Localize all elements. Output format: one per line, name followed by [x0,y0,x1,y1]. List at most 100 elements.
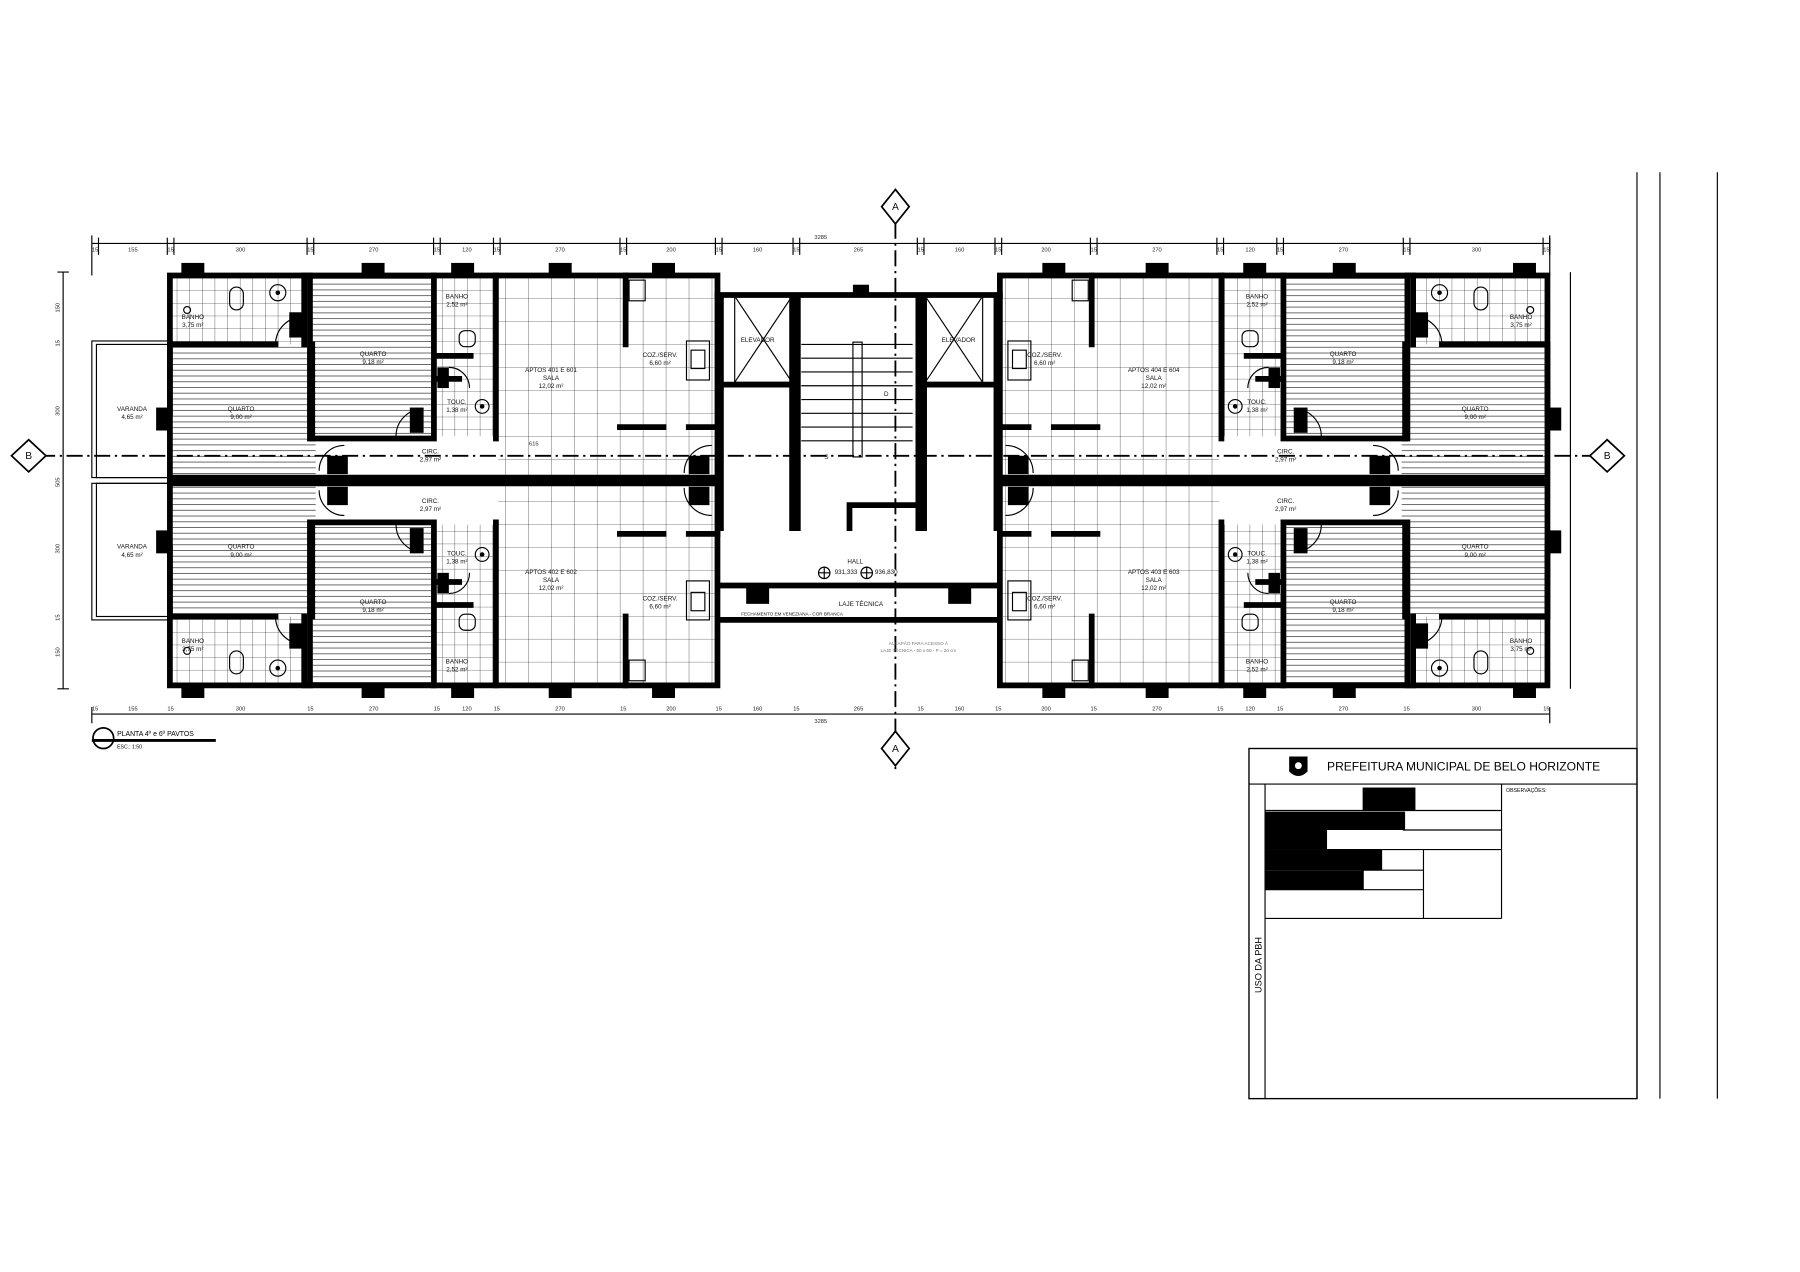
room-name: CIRC. [422,498,439,505]
dimension-label-bottom: 15 [620,707,626,713]
room-name: QUARTO [360,599,387,606]
room-name: QUARTO [1462,406,1489,413]
apartment-label: APTOS 403 E 603 [1128,569,1180,576]
section-marker-a-top: A [880,188,911,226]
total-dimension-top: 3285 [814,235,827,241]
svg-text:B: B [25,451,32,462]
room-area: 9,18 m² [1332,359,1353,366]
room-name: TOUC. [1247,551,1267,558]
room-area: 12,02 m² [539,383,564,390]
room-area: 4,65 m² [121,552,142,559]
dimension-label-top: 15 [1091,247,1097,253]
dimension-label-bottom: 160 [955,707,965,713]
svg-text:PLANTA 4º e 6º PAVTOS: PLANTA 4º e 6º PAVTOS [117,731,194,738]
pbh-logo [1289,756,1308,777]
dimension-label-left: 150 [56,303,62,313]
room-name: VARANDA [117,544,148,551]
dimension-label-top: 160 [753,247,763,253]
total-dimension-bottom: 3285 [814,719,827,725]
room-area: 2,52 m² [446,302,467,309]
room-area: 1,38 m² [1246,559,1267,566]
dimension-label-top: 15 [1217,247,1223,253]
room-area: 4,65 m² [121,414,142,421]
building-core [714,284,1003,623]
balconies [91,340,171,621]
dimension-label-bottom: 15 [1217,707,1223,713]
room-area: 1,38 m² [446,407,467,414]
room-name: TOUC. [447,399,467,406]
shutter-note: FECHAMENTO EM VENEZIANA - COR BRANCA [741,611,844,616]
room-name: CIRC. [1277,448,1294,455]
section-marker-b-left: B [10,438,48,474]
room-area: 1,38 m² [1246,407,1267,414]
svg-text:A: A [892,744,899,755]
dimension-lines [57,235,1571,724]
room-area: 2,52 m² [1246,667,1267,674]
dimension-label-bottom: 15 [1403,707,1409,713]
room-area: 12,02 m² [1141,383,1166,390]
room-name: TOUC. [447,551,467,558]
dimension-label-top: 200 [666,247,676,253]
room-name: SALA [543,577,560,584]
room-name: TOUC. [1247,399,1267,406]
dimension-label-top: 15 [716,247,722,253]
hatch-note-1: ALÇAPÃO PARA ACESSO À [889,640,949,646]
room-name: COZ./SERV. [643,595,678,602]
level-mark-2: 936,830 [875,569,898,576]
room-area: 9,18 m² [1332,607,1353,614]
section-marker-a-bottom: A [880,729,911,768]
elevator-left-label: ELEVADOR [741,337,775,344]
room-name: VARANDA [117,406,148,413]
svg-text:ESC.: 1:50: ESC.: 1:50 [117,745,142,751]
dimension-label-bottom: 270 [555,707,565,713]
dimension-label-left: 300 [56,544,62,554]
svg-text:B: B [1604,451,1611,462]
dimension-label-bottom: 15 [995,707,1001,713]
room-area: 12,02 m² [1141,585,1166,592]
dimension-label-bottom: 155 [128,707,138,713]
dimension-label-top: 300 [236,247,246,253]
dimension-label-bottom: 15 [917,707,923,713]
room-name: BANHO [446,294,468,301]
dimension-label-top: 300 [1472,247,1482,253]
apartment-label: APTOS 404 E 604 [1128,367,1180,374]
room-area: 9,18 m² [362,607,383,614]
title-block: PREFEITURA MUNICIPAL DE BELO HORIZONTE O… [1248,747,1638,1100]
room-name: SALA [543,375,560,382]
dimension-label-left: 15 [56,614,62,620]
room-area: 3,75 m² [1510,646,1531,653]
dimension-label-top: 15 [1277,247,1283,253]
apartment-quadrant [156,262,721,481]
room-area: 9,00 m² [1464,414,1485,421]
dimension-label-bottom: 120 [462,707,472,713]
dimension-label-bottom: 15 [434,707,440,713]
room-name: QUARTO [228,544,255,551]
dimension-label-bottom: 15 [1543,707,1549,713]
room-area: 6,60 m² [1034,603,1055,610]
room-name: BANHO [446,659,468,666]
dimension-label-top: 120 [1245,247,1255,253]
dimension-label-top: 15 [1543,247,1549,253]
room-name: BANHO [182,638,204,645]
room-area: 6,60 m² [649,360,670,367]
dimension-label-bottom: 15 [167,707,173,713]
dimension-label-top: 270 [369,247,379,253]
dimension-label-left: 150 [56,647,62,657]
dimension-label-top: 15 [995,247,1001,253]
dimension-label-bottom: 120 [1245,707,1255,713]
section-marker-b-right: B [1588,438,1626,474]
dimension-label-left: 15 [56,340,62,346]
room-name: COZ./SERV. [1027,352,1062,359]
dimension-label-bottom: 15 [1091,707,1097,713]
dimension-label-bottom: 15 [307,707,313,713]
observations-label: OBSERVAÇÕES: [1506,787,1547,794]
corridor-dimension: 615 [529,441,539,447]
room-name: BANHO [182,314,204,321]
dimension-label-bottom: 15 [1277,707,1283,713]
room-area: 2,97 m² [420,506,441,513]
room-name: QUARTO [1330,599,1357,606]
room-name: BANHO [1246,294,1268,301]
room-area: 6,60 m² [1034,360,1055,367]
